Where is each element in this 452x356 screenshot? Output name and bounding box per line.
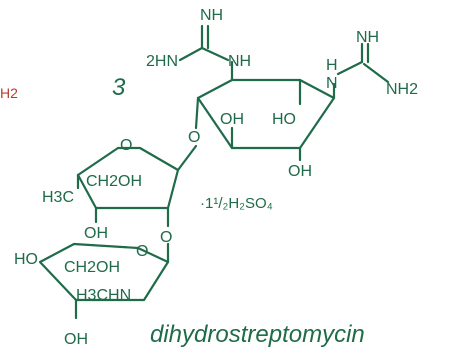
ring-streptidine (196, 78, 336, 150)
edge-fragment-label: H2 (0, 85, 18, 101)
ho-ring1-label: HO (272, 111, 296, 128)
h3c-label: H3C (42, 189, 74, 206)
nh2-right-label: NH2 (386, 81, 418, 98)
nh-top-label: NH (200, 7, 223, 24)
oh-ring2-label: OH (84, 225, 108, 242)
ch2oh-ring2-label: CH2OH (86, 173, 142, 190)
o-glyco2-label: O (160, 229, 172, 246)
o-ring3-label: O (136, 243, 148, 260)
o-ring2-label: O (120, 137, 132, 154)
hn2-left-label: 2HN (146, 53, 178, 70)
nh-left-link-label: NH (228, 53, 251, 70)
oh-ring3-label: OH (64, 331, 88, 348)
salt-label: ·1¹/₂H₂SO₄ (200, 195, 273, 212)
h3chn-label: H3CHN (76, 287, 131, 304)
oh-ring1-label: OH (220, 111, 244, 128)
nh-right-top-label: NH (356, 29, 379, 46)
n-right-link-label: N (326, 75, 338, 92)
h-right-link-label: H (326, 57, 338, 74)
compound-name: dihydrostreptomycin (150, 321, 365, 348)
o-glyco1-label: O (188, 129, 200, 146)
ho-ring3-label: HO (14, 251, 38, 268)
ch2oh-ring3-label: CH2OH (64, 259, 120, 276)
oh-ring1-bottom-label: OH (288, 163, 312, 180)
bonds (38, 24, 390, 320)
compound-number: 3 (112, 74, 126, 101)
